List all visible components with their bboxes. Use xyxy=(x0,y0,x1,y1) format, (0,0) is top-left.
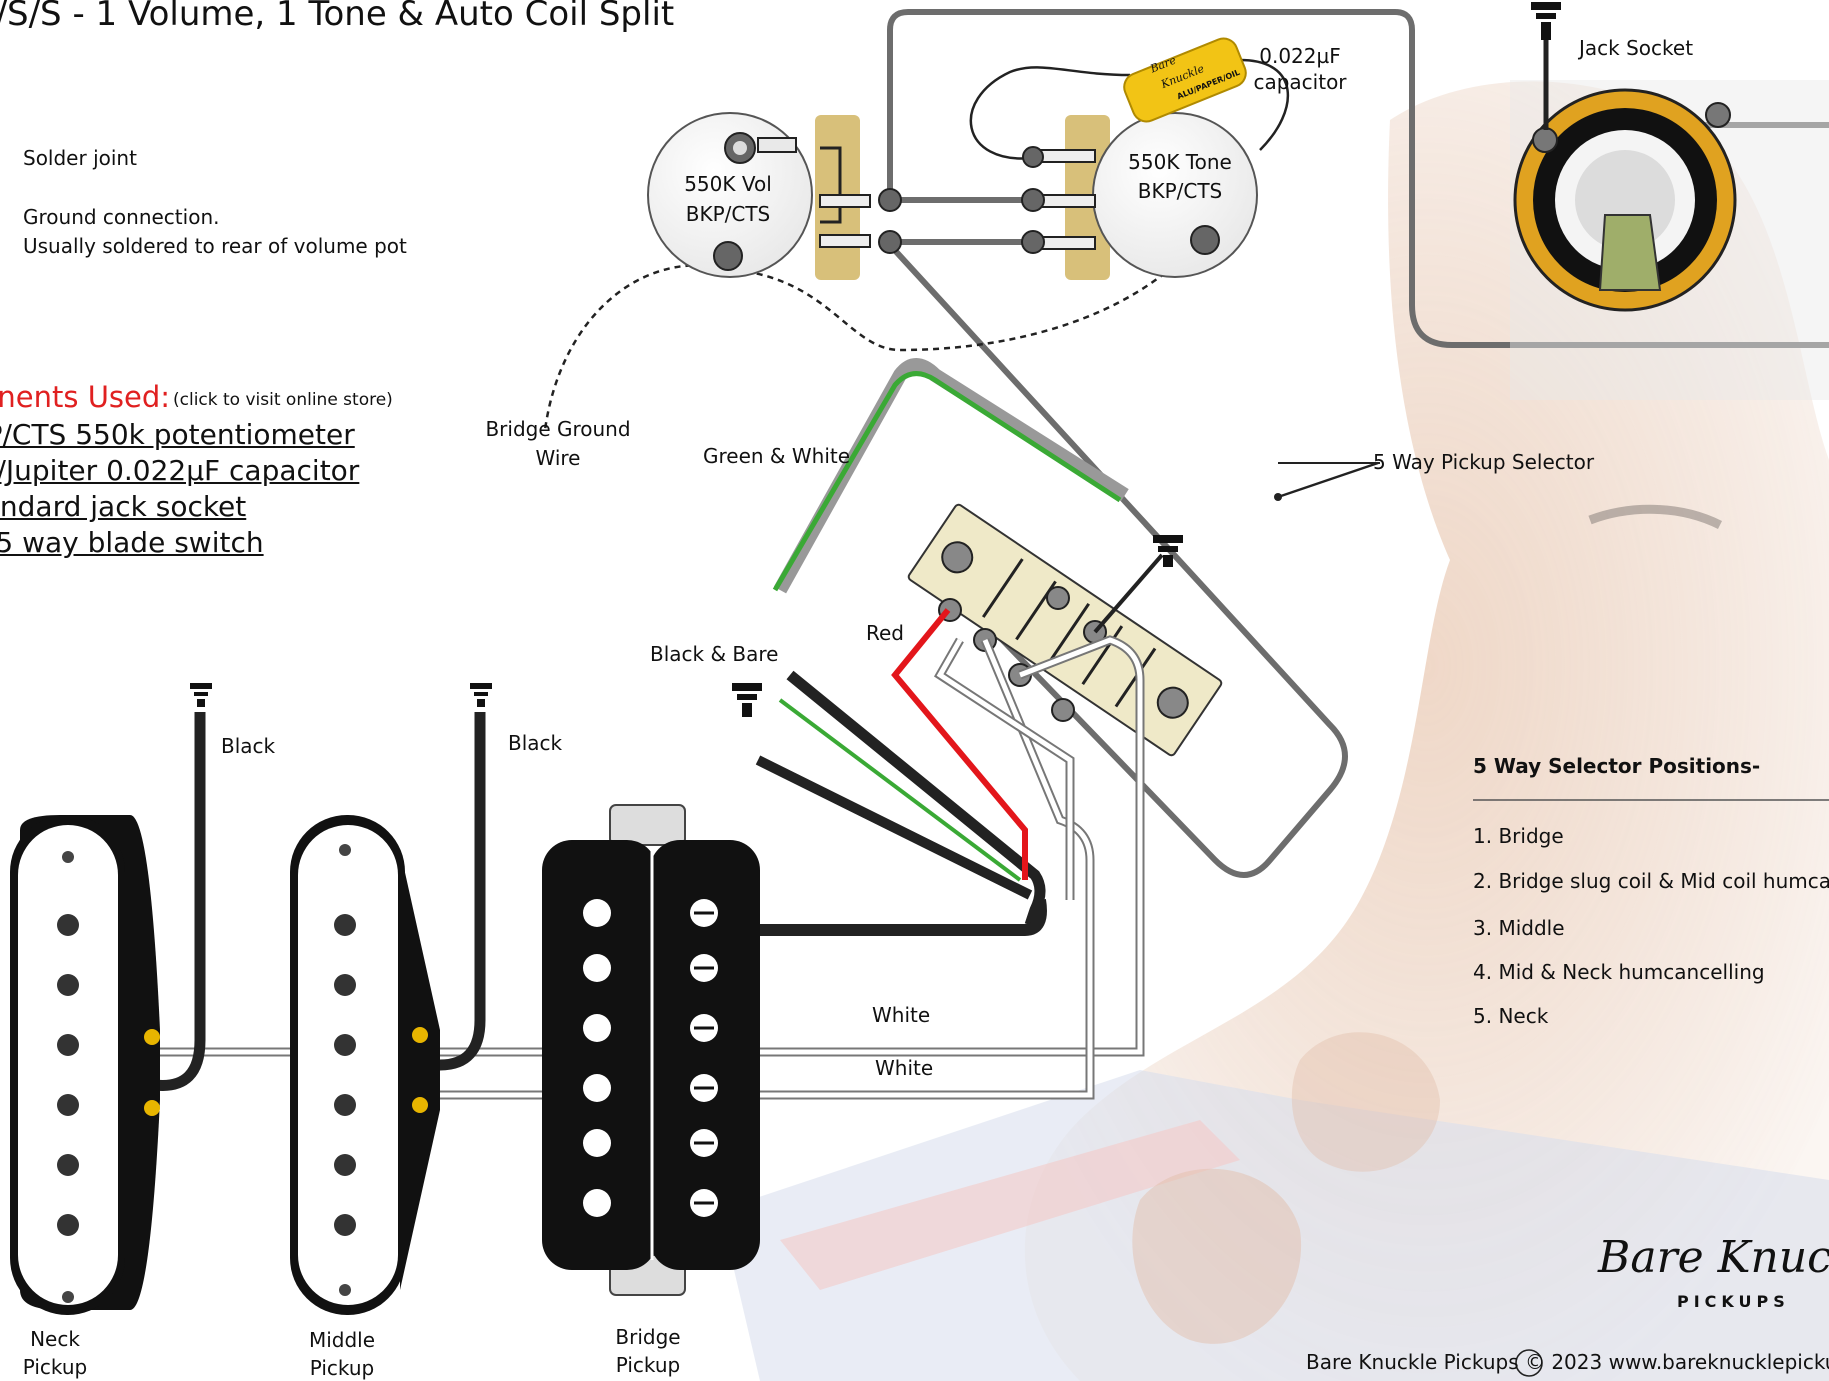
position-item-5: 5. Neck xyxy=(1473,1004,1549,1028)
selector-label: 5 Way Pickup Selector xyxy=(1373,450,1595,474)
brand-logo-sub: PICKUPS xyxy=(1677,1292,1790,1311)
bridge-ground-label-1: Bridge Ground xyxy=(485,417,631,441)
jack-socket xyxy=(1510,40,1829,400)
positions-heading: 5 Way Selector Positions- xyxy=(1473,754,1761,778)
components-heading: Components Used: xyxy=(0,380,171,414)
bridge-pickup-label-2: Pickup xyxy=(615,1353,681,1377)
five-way-selector-switch xyxy=(772,358,1223,757)
position-item-3: 3. Middle xyxy=(1473,916,1565,940)
position-item-2: 2. Bridge slug coil & Mid coil humcancel… xyxy=(1473,869,1829,893)
capacitor-label-2: capacitor xyxy=(1253,70,1347,94)
ground-icon-switch xyxy=(1153,535,1183,567)
wire-label-green-white: Green & White xyxy=(703,444,851,468)
ground-icon-middle xyxy=(470,683,492,707)
legend-solder-joint: Solder joint xyxy=(23,146,137,170)
ground-icon-neck xyxy=(190,683,212,707)
tone-pot xyxy=(1021,112,1258,280)
component-link-jack[interactable]: Standard jack socket xyxy=(0,490,247,523)
middle-pickup-label-2: Pickup xyxy=(309,1356,375,1380)
wire-label-white-2: White xyxy=(875,1056,934,1080)
middle-pickup-label-1: Middle xyxy=(308,1328,376,1352)
legend-ground-line2: Usually soldered to rear of volume pot xyxy=(23,234,407,258)
middle-pickup xyxy=(290,815,440,1315)
footer-copyright: Bare Knuckle Pickups © 2023 www.bareknuc… xyxy=(1306,1350,1829,1374)
component-link-capacitor[interactable]: BKP/Jupiter 0.022µF capacitor xyxy=(0,454,360,487)
neck-pickup xyxy=(10,815,160,1315)
background-figure xyxy=(720,81,1829,1381)
tone-pot-label-2: BKP/CTS xyxy=(1137,179,1223,203)
component-link-potentiometer[interactable]: BKP/CTS 550k potentiometer xyxy=(0,418,355,451)
capacitor xyxy=(1123,37,1247,123)
wire-label-white-1: White xyxy=(872,1003,931,1027)
ground-icon-bridge xyxy=(732,683,762,717)
neck-pickup-label-2: Pickup xyxy=(22,1355,88,1379)
wire-label-black-middle: Black xyxy=(508,731,563,755)
volume-pot-label-1: 550K Vol xyxy=(684,172,772,196)
legend-ground-line1: Ground connection. xyxy=(23,205,220,229)
component-link-switch[interactable]: BKP 5 way blade switch xyxy=(0,526,264,559)
bridge-pickup xyxy=(542,804,760,1296)
capacitor-label-1: 0.022µF xyxy=(1259,44,1341,68)
position-item-1: 1. Bridge xyxy=(1473,824,1564,848)
wire-label-red: Red xyxy=(866,621,904,645)
position-item-4: 4. Mid & Neck humcancelling xyxy=(1473,960,1765,984)
wire-label-black-neck: Black xyxy=(221,734,276,758)
volume-pot xyxy=(647,112,902,280)
jack-socket-label: Jack Socket xyxy=(1579,36,1694,60)
tone-pot-label-1: 550K Tone xyxy=(1128,150,1232,174)
brand-logo-name: Bare Knuckle xyxy=(1598,1232,1829,1283)
bridge-ground-label-2: Wire xyxy=(535,446,581,470)
ground-symbols xyxy=(190,2,1561,717)
wire-label-black-bare: Black & Bare xyxy=(650,642,779,666)
neck-pickup-label-1: Neck xyxy=(30,1327,80,1351)
page-title: H/S/S - 1 Volume, 1 Tone & Auto Coil Spl… xyxy=(0,0,675,34)
components-store-note[interactable]: (click to visit online store) xyxy=(173,390,393,410)
bridge-pickup-label-1: Bridge xyxy=(615,1325,681,1349)
ground-icon-jack xyxy=(1531,2,1561,40)
volume-pot-label-2: BKP/CTS xyxy=(685,202,771,226)
